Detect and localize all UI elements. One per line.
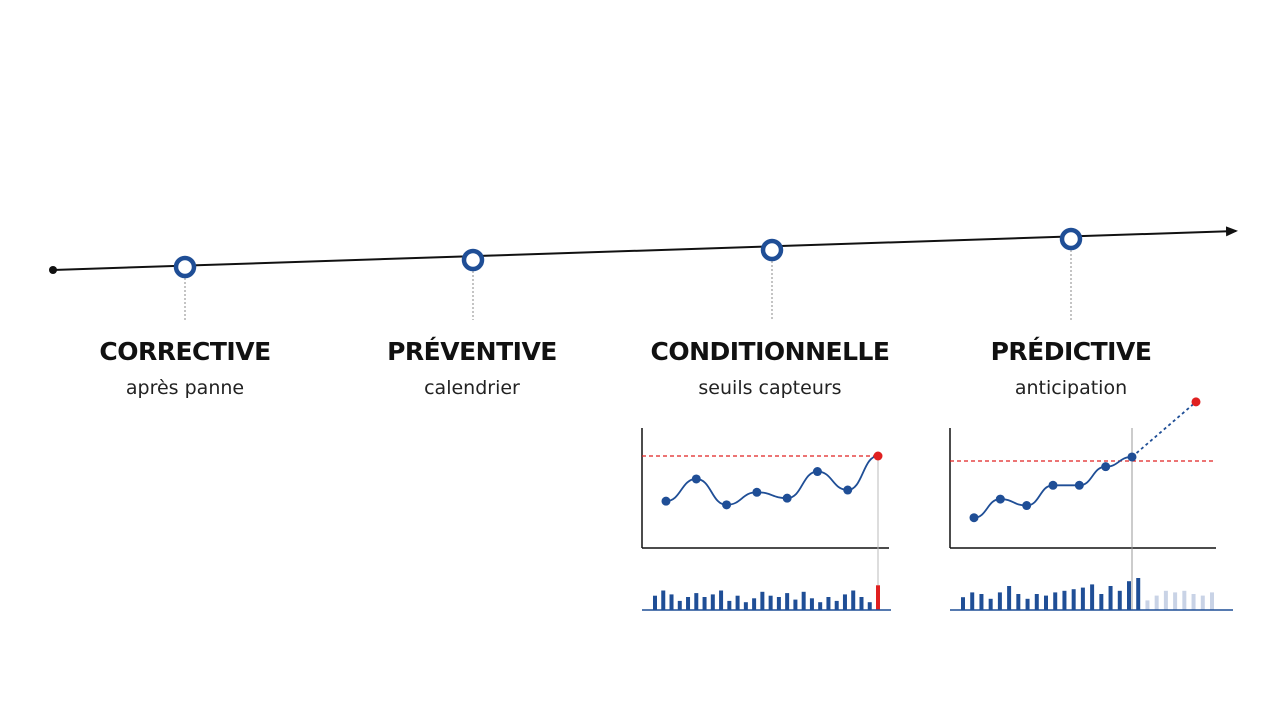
bar-predictive-20 [1136,578,1141,610]
stage-subtitle-conditionnelle: seuils capteurs [698,377,842,399]
bar-conditionnelle-11 [735,595,740,610]
bar-conditionnelle-8 [710,594,715,610]
bar-predictive-23 [1163,590,1168,610]
bar-conditionnelle-26 [859,597,864,610]
bar-conditionnelle-24 [842,594,847,610]
bar-conditionnelle-13 [752,598,757,610]
chart-conditionnelle [641,428,891,611]
data-point-conditionnelle-5 [782,493,792,503]
bar-predictive-26 [1191,594,1196,610]
stage-title-corrective: CORRECTIVE [99,337,271,366]
data-point-predictive-6 [1101,462,1111,472]
data-point-conditionnelle-7 [843,485,853,495]
bar-conditionnelle-15 [768,595,773,610]
data-point-conditionnelle-2 [691,474,701,484]
bar-conditionnelle-12 [743,602,748,610]
stage-subtitle-predictive: anticipation [1014,377,1128,399]
data-point-predictive-7 [1127,452,1137,462]
bar-predictive-12 [1062,590,1067,610]
timeline-marker-corrective [173,255,197,279]
bar-predictive-8 [1025,598,1030,610]
bar-conditionnelle-21 [818,602,823,610]
data-point-predictive-5 [1074,480,1084,490]
bar-conditionnelle-17 [785,593,790,610]
stage-title-predictive: PRÉDICTIVE [990,337,1152,366]
bar-conditionnelle-5 [686,597,691,610]
bar-conditionnelle-7 [702,597,707,610]
bar-predictive-25 [1182,590,1187,610]
bar-predictive-16 [1099,594,1104,610]
data-point-predictive-8 [1191,397,1201,407]
timeline-marker-predictive [1059,227,1083,251]
stage-subtitle-preventive: calendrier [424,377,520,399]
bar-predictive-5 [997,592,1002,610]
bar-conditionnelle-22 [826,597,831,610]
bar-predictive-15 [1090,584,1095,610]
bar-predictive-18 [1117,590,1122,610]
bar-predictive-10 [1044,595,1048,610]
bar-conditionnelle-4 [677,600,682,610]
bar-predictive-27 [1200,595,1205,610]
bar-predictive-21 [1145,600,1150,610]
bar-predictive-4 [988,598,993,610]
bar-conditionnelle-20 [809,598,814,610]
bar-predictive-14 [1080,587,1085,610]
bar-conditionnelle-1 [653,595,657,610]
bar-predictive-19 [1127,581,1131,610]
data-point-predictive-2 [995,494,1005,504]
bar-conditionnelle-28 [876,585,880,610]
stage-title-conditionnelle: CONDITIONNELLE [650,337,890,366]
bar-conditionnelle-23 [834,600,839,610]
bar-conditionnelle-6 [694,593,699,610]
bar-conditionnelle-2 [661,590,666,610]
bar-conditionnelle-18 [793,599,798,610]
bar-predictive-6 [1007,586,1012,610]
bar-predictive-1 [961,597,965,610]
data-point-conditionnelle-1 [661,496,671,506]
bar-conditionnelle-3 [669,594,674,610]
bar-predictive-17 [1108,586,1113,610]
bar-predictive-11 [1053,592,1058,610]
bar-conditionnelle-9 [719,590,724,610]
chart-predictive [949,397,1233,611]
bar-predictive-7 [1016,594,1021,610]
bar-predictive-2 [970,592,975,610]
data-point-conditionnelle-4 [752,487,762,497]
data-point-predictive-1 [969,513,979,523]
projection-line-predictive [1131,401,1197,458]
bar-conditionnelle-27 [867,602,872,610]
bar-predictive-3 [979,594,984,610]
bar-predictive-9 [1034,594,1039,610]
timeline [49,226,1238,320]
bar-conditionnelle-10 [727,600,732,610]
bar-conditionnelle-25 [851,590,856,610]
data-point-conditionnelle-8 [873,451,883,461]
bar-conditionnelle-19 [801,591,806,610]
timeline-origin-dot [49,266,57,274]
timeline-marker-preventive [461,248,485,272]
timeline-axis [52,226,1238,271]
data-point-conditionnelle-6 [812,467,822,477]
stage-title-preventive: PRÉVENTIVE [387,337,557,366]
bar-predictive-13 [1071,589,1076,610]
data-point-predictive-4 [1048,480,1058,490]
bar-predictive-24 [1173,592,1178,610]
bar-conditionnelle-14 [760,591,765,610]
data-point-predictive-3 [1022,501,1032,511]
stage-subtitle-corrective: après panne [125,377,245,399]
bar-predictive-28 [1210,592,1214,610]
bar-predictive-22 [1154,595,1159,610]
timeline-marker-conditionnelle [760,238,784,262]
charts-layer [641,397,1233,611]
data-point-conditionnelle-3 [722,500,732,510]
bar-conditionnelle-16 [776,597,781,610]
